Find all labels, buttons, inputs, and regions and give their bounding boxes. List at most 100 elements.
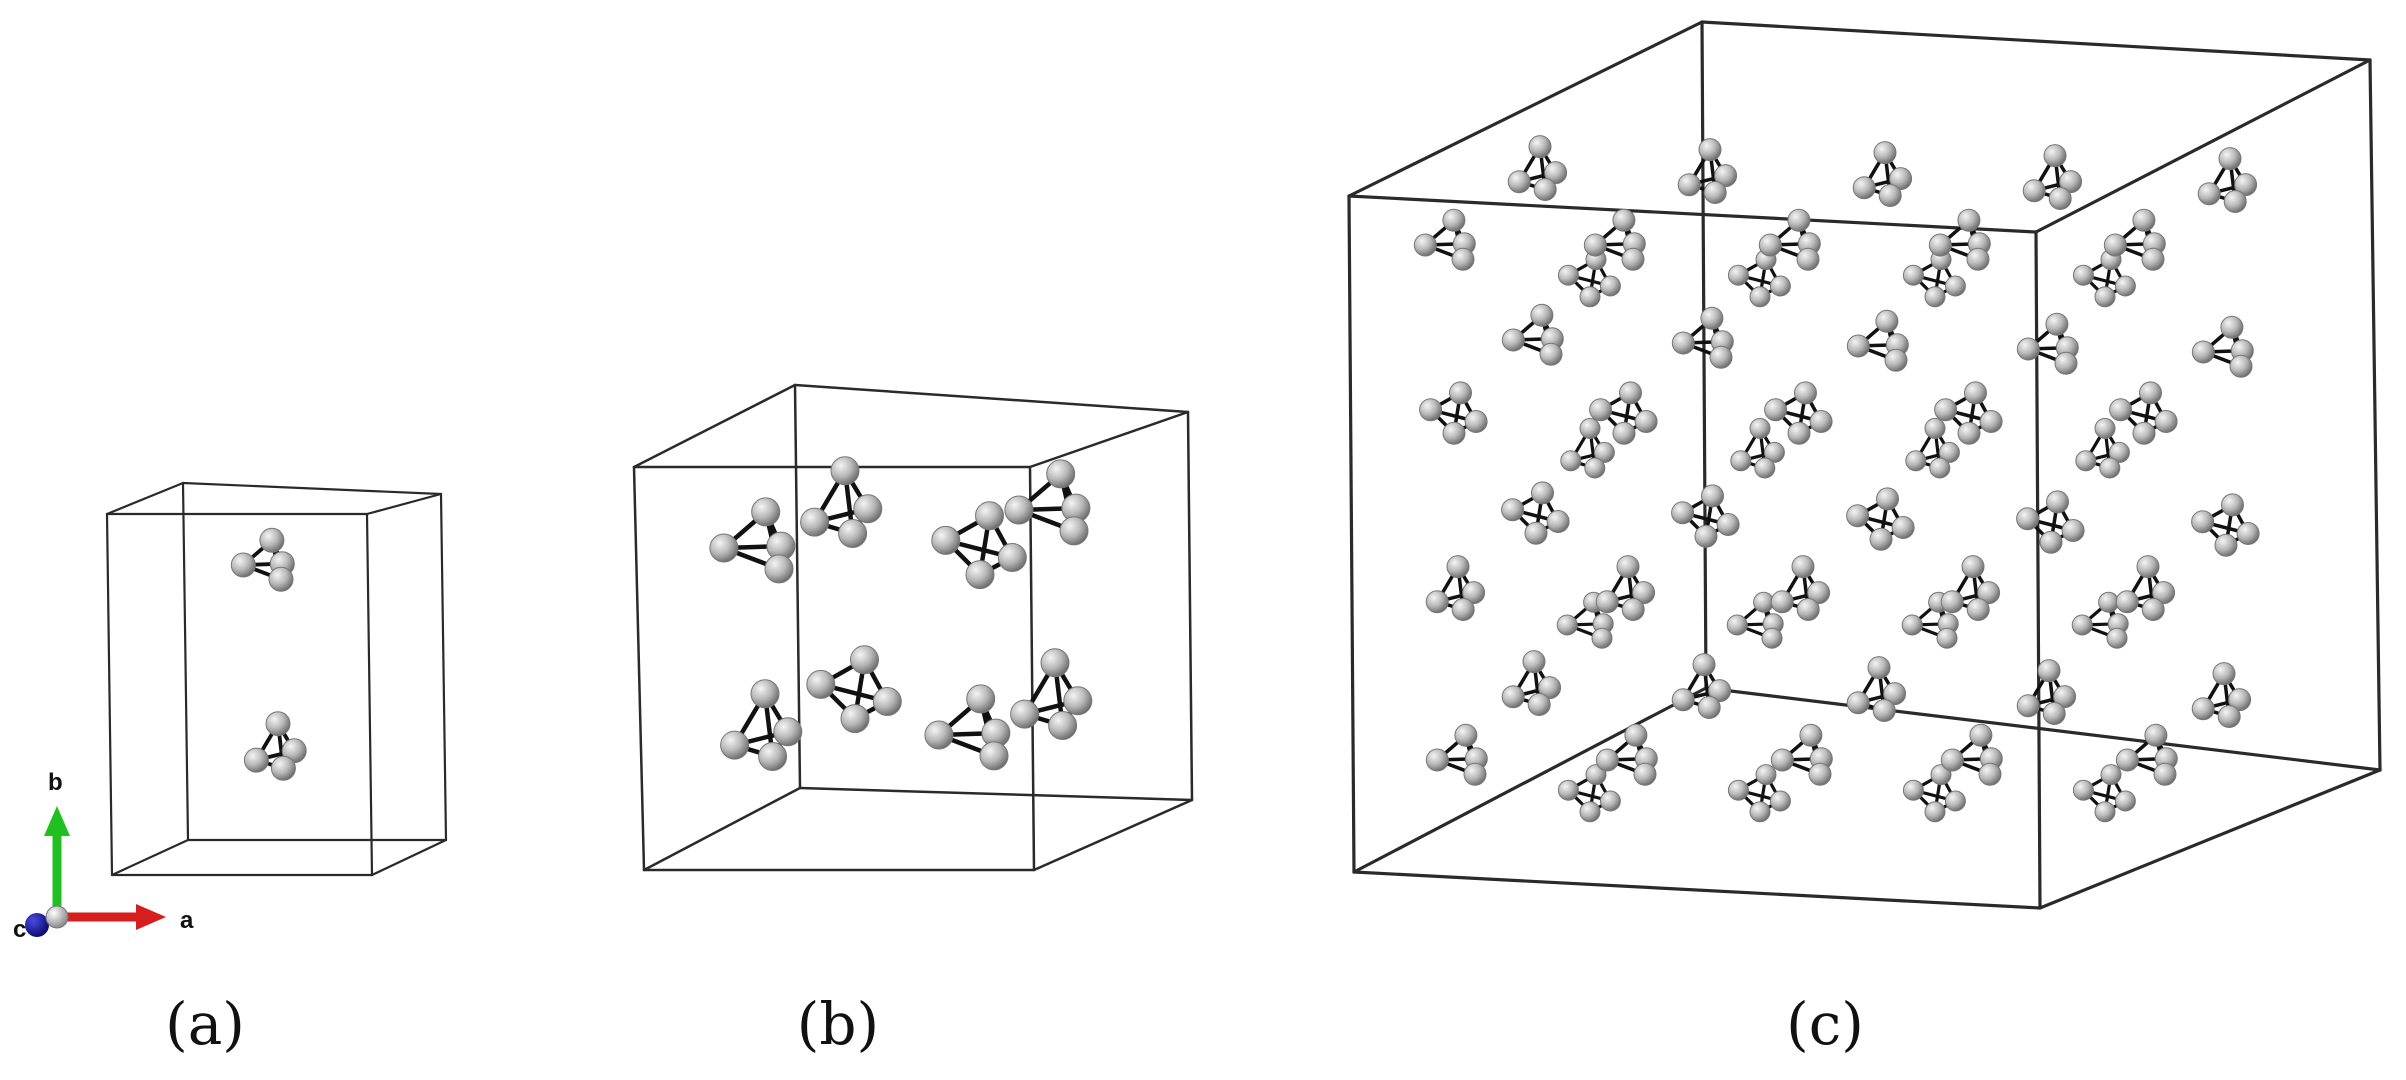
atom (2043, 144, 2067, 168)
atom (720, 730, 750, 760)
atom-clusters (1413, 135, 2260, 823)
b-axis-arrow-head (44, 806, 70, 836)
atom (1944, 275, 1966, 297)
atom-cluster (1902, 764, 1966, 823)
atom (1446, 555, 1470, 579)
cell-edge (1352, 870, 2042, 910)
atom (1599, 790, 1621, 812)
atom (931, 525, 961, 555)
cell-edge (1700, 20, 1708, 690)
atom (1764, 398, 1788, 422)
atom (1749, 286, 1771, 308)
atom (2234, 173, 2258, 197)
atom (2154, 410, 2178, 433)
atom (1533, 178, 1557, 201)
atom-cluster (1940, 723, 2003, 786)
atom (1924, 286, 1946, 308)
atom-cluster (1928, 208, 1991, 271)
atom (243, 747, 269, 773)
cell-edge (632, 465, 646, 872)
atom-cluster (2016, 312, 2079, 375)
atom (2106, 627, 2128, 649)
atom (1621, 247, 1645, 271)
atom (1671, 501, 1695, 525)
atom (1530, 303, 1554, 327)
atom (840, 704, 870, 734)
panel-label-c: (c) (1786, 990, 1864, 1058)
atom (1419, 398, 1443, 422)
cell-edge (181, 481, 190, 842)
cell-edge (1704, 686, 2382, 772)
atom-cluster (1583, 208, 1646, 271)
atom (1873, 141, 1897, 165)
atom (1544, 161, 1568, 185)
atom (1876, 487, 1899, 511)
atom (1425, 748, 1449, 772)
atom-cluster (1730, 417, 1785, 479)
atom (2236, 522, 2260, 545)
atom (1944, 790, 1966, 812)
panel-label-b: (b) (796, 990, 880, 1058)
atom-cluster (1501, 303, 1564, 366)
atom (1901, 614, 1923, 636)
atom-cluster (1846, 487, 1915, 551)
atom (1770, 590, 1794, 614)
atom (1701, 484, 1724, 508)
atom (1807, 581, 1831, 605)
atom (2217, 705, 2241, 728)
cell-edge (1347, 20, 1704, 198)
atom (1579, 286, 1601, 308)
atom (1883, 682, 1907, 706)
cell-edge (365, 512, 374, 877)
atom (1698, 138, 1722, 162)
atom (1791, 555, 1815, 579)
atom (2221, 493, 2244, 517)
atom-cluster (2075, 417, 2130, 479)
atom-cluster (1595, 723, 1658, 786)
atom (1579, 417, 1601, 439)
atom (1957, 421, 1981, 445)
atom (1616, 555, 1640, 579)
atom-cluster (2115, 555, 2176, 621)
atom (1929, 457, 1951, 479)
atom (2141, 247, 2165, 271)
atom-cluster (1902, 249, 1966, 308)
atom (1966, 598, 1990, 621)
atom (2046, 490, 2069, 514)
atom (1522, 650, 1546, 674)
atom (1612, 208, 1636, 232)
atom-cluster (1905, 417, 1960, 479)
atom-cluster (243, 711, 307, 781)
atom-cluster (1557, 249, 1621, 308)
atom (830, 456, 860, 486)
panel-b-supercell (632, 383, 1194, 872)
atom (2099, 457, 2121, 479)
atom-cluster (1501, 481, 1570, 545)
atom (800, 507, 830, 537)
atom (2229, 354, 2253, 378)
atom-cluster (2197, 147, 2258, 213)
atom-cluster (931, 501, 1027, 590)
atom (1730, 450, 1752, 472)
atom-cluster (1671, 306, 1734, 369)
c-axis-label: c (13, 916, 26, 943)
atom (2045, 312, 2069, 336)
atom (2094, 417, 2116, 439)
atom (764, 554, 794, 584)
atom (1787, 208, 1811, 232)
atom (2042, 702, 2066, 725)
cell-edge (105, 481, 185, 516)
atom (2016, 507, 2040, 531)
atom-cluster (1507, 135, 1568, 201)
atom (1556, 614, 1578, 636)
atom-cluster (1934, 381, 2003, 445)
atom (1451, 598, 1475, 621)
atom (1703, 181, 1727, 204)
atom (230, 552, 256, 578)
atom (2103, 233, 2127, 257)
atom (853, 494, 883, 524)
cell-edge (1347, 194, 1356, 874)
atom (1964, 381, 1987, 405)
atom (1902, 264, 1924, 286)
atom (1753, 591, 1775, 613)
